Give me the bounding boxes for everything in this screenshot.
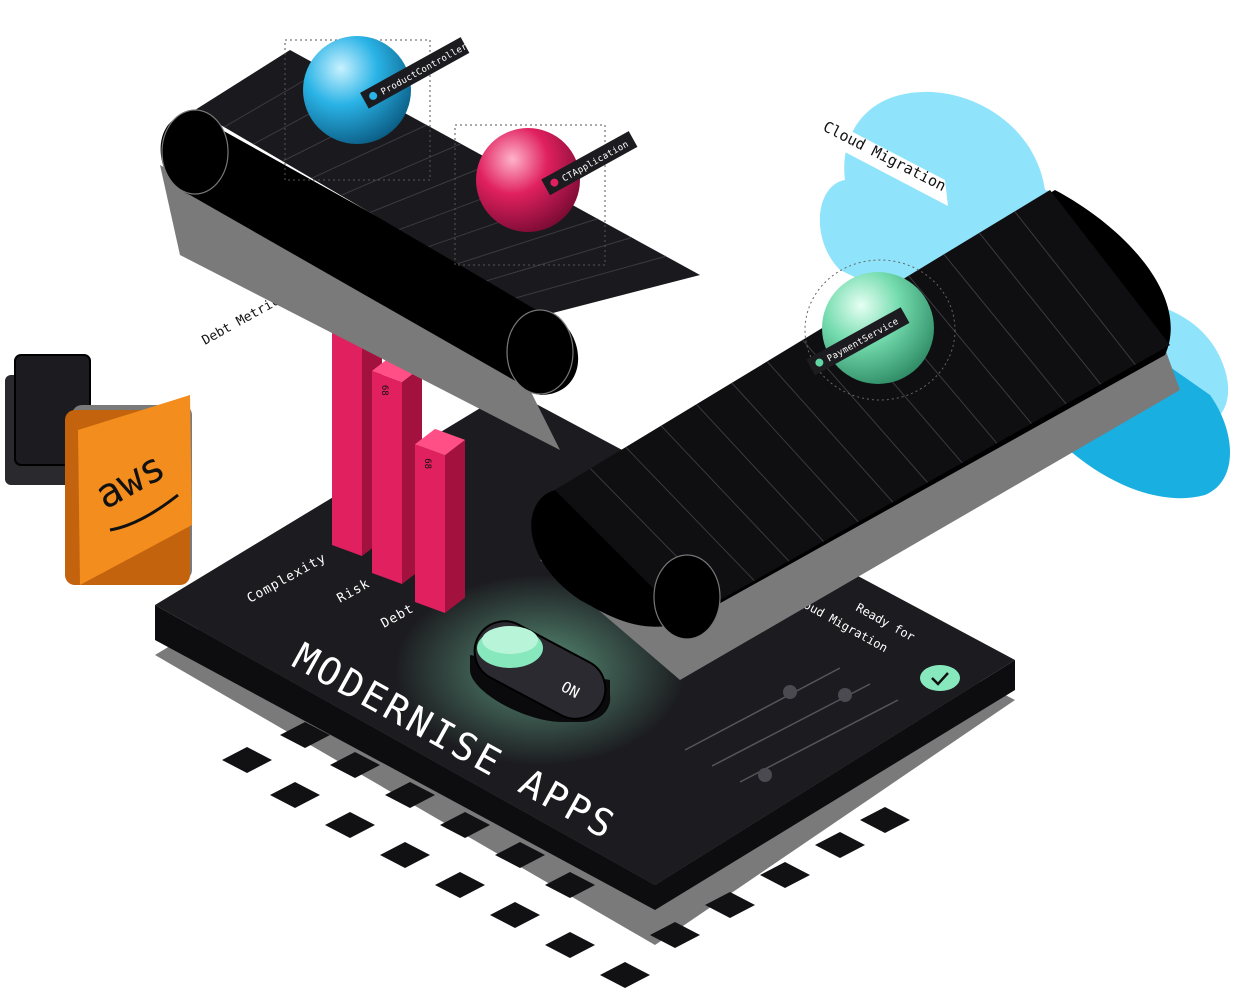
belt-slat — [696, 403, 824, 542]
platform-leg — [600, 962, 650, 988]
slider-knob[interactable] — [838, 688, 852, 702]
check-icon — [931, 672, 949, 686]
belt-slat — [766, 361, 894, 503]
belt-slat — [625, 446, 755, 582]
belt-slat — [660, 425, 790, 562]
aws-logo: aws — [5, 354, 192, 585]
toggle-switch[interactable]: ON — [464, 611, 616, 730]
platform-leg — [440, 812, 490, 838]
bar-risk: 68 — [372, 355, 422, 584]
platform-leg — [325, 812, 375, 838]
platform-leg — [330, 752, 380, 778]
belt-slat — [340, 143, 462, 196]
platform-leg — [760, 862, 810, 888]
status-dot-icon — [369, 91, 378, 100]
platform-leg — [495, 842, 545, 868]
belt-slat — [515, 255, 666, 299]
status-dot-icon — [815, 358, 824, 367]
platform-leg — [545, 872, 595, 898]
platform-leg — [222, 747, 272, 773]
slider-knobs — [758, 685, 852, 782]
belt-slat — [731, 382, 859, 523]
component-payment-service: PaymentService — [804, 259, 956, 401]
ready-check-badge — [920, 665, 960, 691]
status-dot-icon — [550, 178, 559, 187]
platform-leg — [650, 922, 700, 948]
platform-leg — [385, 782, 435, 808]
platform-leg — [380, 842, 430, 868]
belt-slat — [311, 124, 427, 179]
platform-leg — [270, 782, 320, 808]
conveyor-belt-right — [531, 190, 1180, 680]
platform-leg — [815, 832, 865, 858]
platform-leg — [490, 902, 540, 928]
bar-value-label: 68 — [422, 458, 432, 469]
platform-leg — [705, 892, 755, 918]
belt-slat — [943, 253, 1067, 405]
platform-legs — [222, 722, 910, 988]
slider-knob[interactable] — [783, 685, 797, 699]
belt-slat — [978, 232, 1102, 385]
platform-leg — [435, 872, 485, 898]
belt-slat — [1014, 211, 1136, 365]
platform-leg — [280, 722, 330, 748]
bar-value-label: 68 — [379, 385, 389, 396]
aws-smile-icon — [109, 493, 179, 532]
belt-slat — [908, 275, 1032, 424]
bar-debt: 68 — [415, 428, 465, 613]
platform-leg — [545, 932, 595, 958]
platform-side — [155, 605, 1015, 910]
slider-knob[interactable] — [758, 768, 772, 782]
belt-slat — [486, 237, 632, 282]
platform-leg — [860, 807, 910, 833]
belt-slat — [457, 218, 598, 265]
belt-slat — [369, 162, 496, 213]
